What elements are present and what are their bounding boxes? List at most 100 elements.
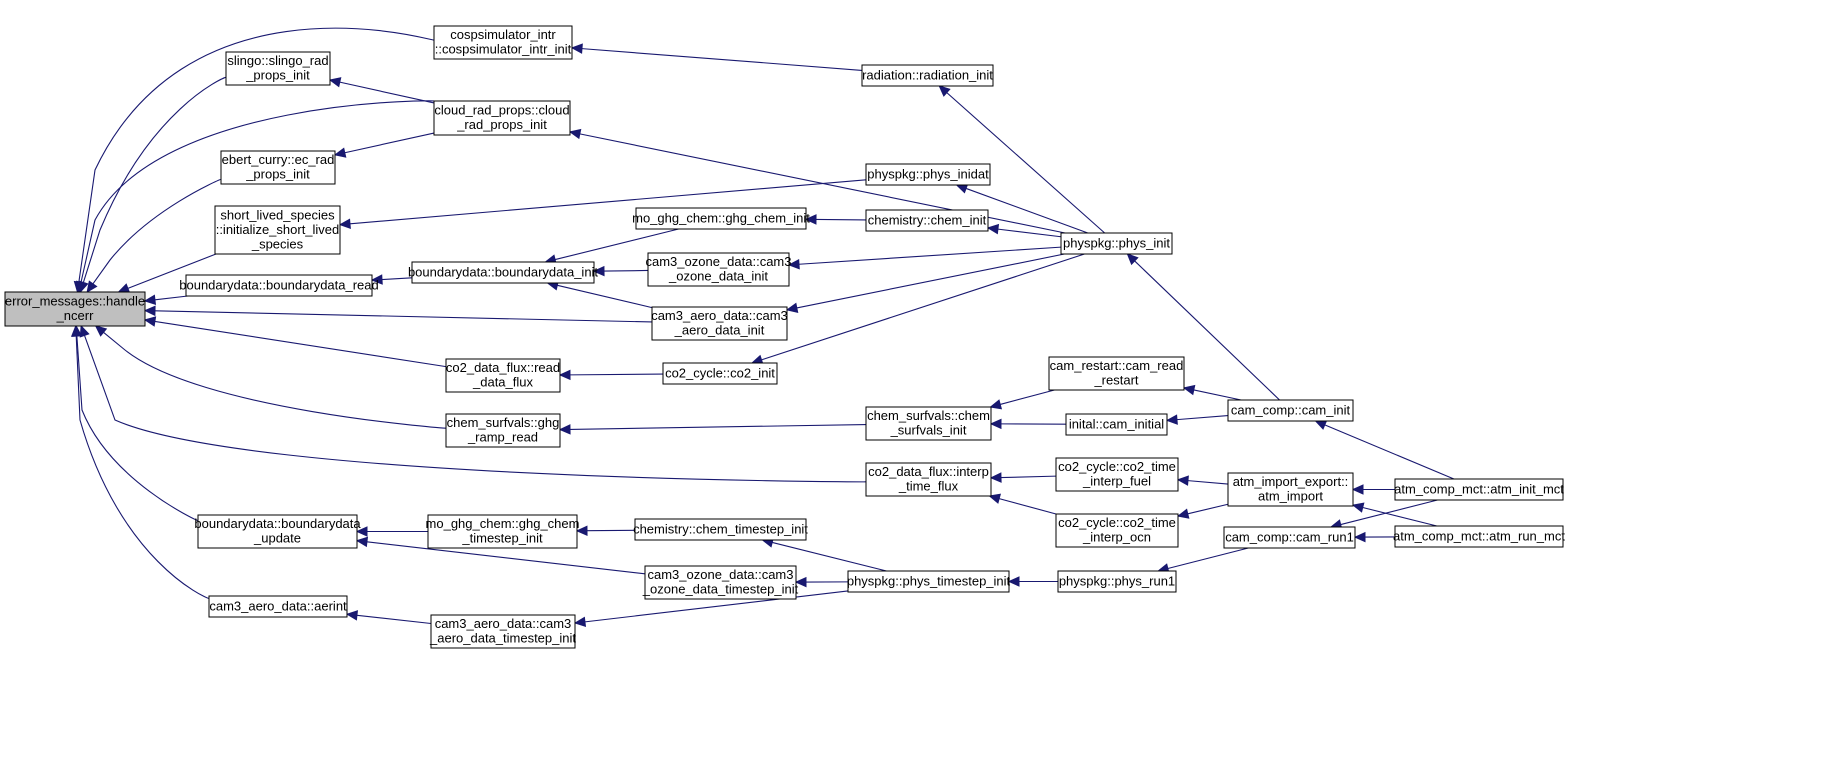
node-n24[interactable]: chemistry::chem_timestep_init (633, 518, 808, 541)
node-box[interactable] (445, 358, 561, 393)
node-box[interactable] (865, 462, 992, 497)
node-box[interactable] (634, 518, 807, 541)
node-n7[interactable]: boundarydata::boundarydata_init (408, 261, 598, 284)
node-n0[interactable]: error_messages::handle_ncerr (4, 291, 146, 327)
node-box[interactable] (847, 570, 1010, 593)
node-box[interactable] (1060, 232, 1173, 255)
node-n26[interactable]: physpkg::phys_init (1060, 232, 1173, 255)
edge-line (1187, 480, 1229, 485)
node-n31[interactable]: physpkg::phys_run1 (1057, 570, 1177, 593)
node-box[interactable] (1394, 478, 1564, 501)
edge-line (344, 132, 435, 154)
edge-line (82, 76, 227, 283)
node-label: co2_data_flux::interp (868, 464, 989, 479)
edge-n11-to-n0 (70, 324, 210, 600)
node-box[interactable] (430, 614, 576, 649)
node-label: physpkg::phys_run1 (1059, 573, 1175, 588)
node-n20[interactable]: physpkg::phys_inidat (865, 163, 991, 186)
node-box[interactable] (433, 100, 571, 136)
node-n33[interactable]: atm_import_export::atm_import (1227, 472, 1354, 507)
node-box[interactable] (1055, 513, 1179, 548)
node-box[interactable] (4, 291, 146, 327)
edge-arrowhead (592, 265, 605, 277)
node-box[interactable] (1227, 399, 1354, 422)
node-box[interactable] (208, 595, 348, 618)
node-box[interactable] (1065, 413, 1168, 436)
node-box[interactable] (220, 150, 336, 185)
node-n17[interactable]: cam3_ozone_data::cam3_ozone_data_timeste… (642, 565, 799, 600)
node-n34[interactable]: cam_comp::cam_run1 (1223, 526, 1356, 549)
node-n25[interactable]: physpkg::phys_timestep_init (847, 570, 1011, 593)
node-box[interactable] (1223, 526, 1356, 549)
node-label: atm_import_export:: (1233, 474, 1349, 489)
node-n27[interactable]: cam_restart::cam_read_restart (1048, 356, 1185, 391)
node-n15[interactable]: co2_cycle::co2_init (662, 362, 778, 385)
node-box[interactable] (1394, 525, 1564, 548)
node-n14[interactable]: cam3_aero_data::cam3_aero_data_init (651, 306, 788, 341)
node-n4[interactable]: ebert_curry::ec_rad_props_init (220, 150, 336, 185)
node-n18[interactable]: cam3_aero_data::cam3_aero_data_timestep_… (429, 614, 576, 649)
node-box[interactable] (635, 207, 807, 230)
node-label: _update (253, 531, 301, 546)
node-label: _props_init (245, 68, 310, 83)
edge-line (569, 373, 664, 376)
node-n16[interactable]: mo_ghg_chem::ghg_chem_timestep_init (426, 514, 580, 549)
node-n29[interactable]: co2_cycle::co2_time_interp_fuel (1055, 457, 1179, 492)
node-label: _ozone_data_init (668, 269, 768, 284)
node-n21[interactable]: chemistry::chem_init (865, 209, 989, 232)
edge-line (603, 269, 649, 272)
node-box[interactable] (1055, 457, 1179, 492)
node-n8[interactable]: co2_data_flux::read_data_flux (445, 358, 561, 393)
node-n12[interactable]: mo_ghg_chem::ghg_chem_init (632, 207, 810, 230)
edge-n25-to-n17 (794, 576, 849, 588)
node-n11[interactable]: cam3_aero_data::aerint (208, 595, 348, 618)
node-box[interactable] (865, 406, 992, 441)
edge-arrowhead (1182, 384, 1196, 396)
edge-n30-to-n23 (988, 493, 1057, 515)
edge-line (998, 498, 1057, 515)
node-box[interactable] (411, 261, 595, 284)
node-n32[interactable]: cam_comp::cam_init (1227, 399, 1354, 422)
node-box[interactable] (427, 514, 578, 549)
node-box[interactable] (1048, 356, 1185, 391)
node-box[interactable] (197, 514, 358, 549)
node-box[interactable] (1057, 570, 1177, 593)
node-n22[interactable]: chem_surfvals::chem_surfvals_init (865, 406, 992, 441)
node-n5[interactable]: short_lived_species::initialize_short_li… (214, 205, 341, 255)
node-n23[interactable]: co2_data_flux::interp_time_flux (865, 462, 992, 497)
node-n2[interactable]: cospsimulator_intr::cospsimulator_intr_i… (433, 25, 573, 60)
node-n30[interactable]: co2_cycle::co2_time_interp_ocn (1055, 513, 1179, 548)
edge-arrowhead (988, 493, 1001, 504)
edge-line (381, 277, 413, 281)
node-box[interactable] (433, 25, 573, 60)
node-n1[interactable]: slingo::slingo_rad_props_init (225, 51, 331, 86)
node-n13[interactable]: cam3_ozone_data::cam3_ozone_data_init (646, 252, 792, 287)
node-box[interactable] (662, 362, 778, 385)
node-box[interactable] (214, 205, 341, 255)
node-n3[interactable]: cloud_rad_props::cloud_rad_props_init (433, 100, 571, 136)
node-n19[interactable]: radiation::radiation_init (861, 64, 994, 87)
edge-arrowhead (575, 525, 588, 536)
node-label: short_lived_species (220, 207, 335, 222)
node-box[interactable] (865, 209, 989, 232)
node-n10[interactable]: boundarydata::boundarydata_update (194, 514, 361, 549)
node-label: slingo::slingo_rad (227, 53, 328, 68)
node-n35[interactable]: atm_comp_mct::atm_init_mct (1394, 478, 1564, 501)
edge-n4-to-n0 (86, 178, 222, 293)
node-box[interactable] (1227, 472, 1354, 507)
node-n36[interactable]: atm_comp_mct::atm_run_mct (1393, 525, 1565, 548)
node-box[interactable] (185, 274, 373, 297)
node-box[interactable] (647, 252, 790, 287)
node-n9[interactable]: chem_surfvals::ghg_ramp_read (445, 413, 561, 448)
node-box[interactable] (651, 306, 788, 341)
node-n28[interactable]: inital::cam_initial (1065, 413, 1168, 436)
edge-arrowhead (143, 294, 157, 305)
node-n6[interactable]: boundarydata::boundarydata_read (179, 274, 379, 297)
node-box[interactable] (225, 51, 331, 86)
node-box[interactable] (445, 413, 561, 448)
edge-n26-to-n14 (785, 253, 1065, 313)
node-box[interactable] (644, 565, 797, 600)
node-label: _ramp_read (467, 430, 538, 445)
node-box[interactable] (865, 163, 991, 186)
node-box[interactable] (861, 64, 994, 87)
